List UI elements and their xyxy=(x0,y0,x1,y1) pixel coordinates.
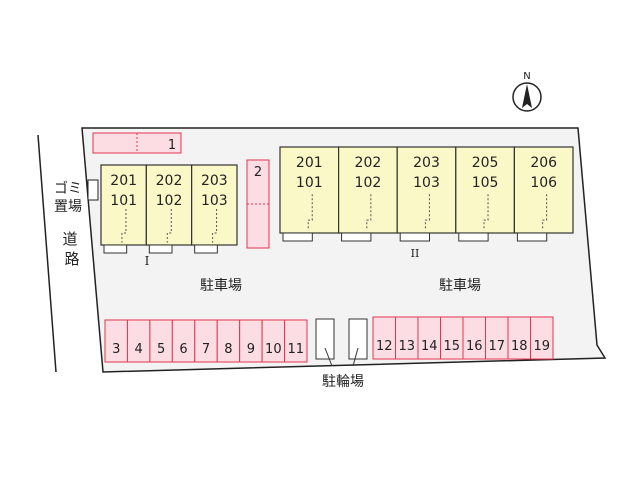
parking-space: 17 xyxy=(485,316,509,360)
parking-number: 12 xyxy=(376,339,393,354)
parking-number: 2 xyxy=(254,165,262,180)
parking-space: 6 xyxy=(171,319,196,363)
unit-number-lower: 105 xyxy=(472,175,499,191)
parking-lot-label: 駐車場 xyxy=(439,277,481,294)
parking-number: 9 xyxy=(247,342,255,357)
parking-space: 2 xyxy=(246,159,270,249)
parking-number: 17 xyxy=(488,339,505,354)
parking-space: 14 xyxy=(417,316,441,360)
parking-number: 11 xyxy=(288,342,305,357)
unit-number-upper: 206 xyxy=(530,155,557,171)
unit-number-lower: 103 xyxy=(201,193,228,209)
parking-number: 1 xyxy=(168,138,176,153)
building-1-marker: I xyxy=(145,254,150,268)
unit-number-lower: 103 xyxy=(413,175,440,191)
north-compass-icon: N xyxy=(512,71,542,112)
parking-number: 3 xyxy=(112,342,120,357)
road-label: 路 xyxy=(64,250,79,268)
compass-label: N xyxy=(523,71,530,82)
bicycle-parking-area xyxy=(348,318,368,360)
garbage-label: 置場 xyxy=(54,199,82,215)
unit-number-upper: 203 xyxy=(413,155,440,171)
bicycle-parking-label: 駐輪場 xyxy=(322,373,364,390)
parking-number: 10 xyxy=(265,342,282,357)
unit-number-lower: 101 xyxy=(110,193,137,209)
parking-space: 9 xyxy=(239,319,263,363)
unit-number-upper: 201 xyxy=(110,173,137,189)
unit-number-upper: 202 xyxy=(156,173,183,189)
parking-space: 5 xyxy=(149,319,173,363)
parking-space: 3 xyxy=(104,319,128,363)
unit-number-lower: 102 xyxy=(156,193,183,209)
garbage-label: ゴミ xyxy=(54,180,82,197)
parking-space: 4 xyxy=(126,319,151,363)
unit-number-upper: 205 xyxy=(472,155,499,171)
parking-space: 13 xyxy=(395,316,419,360)
parking-space: 18 xyxy=(507,316,531,360)
parking-lot-label: 駐車場 xyxy=(200,277,242,294)
unit-number-upper: 202 xyxy=(355,155,382,171)
building-2-marker: II xyxy=(411,247,420,260)
parking-number: 6 xyxy=(179,342,187,357)
parking-number: 19 xyxy=(533,339,550,354)
unit-number-upper: 203 xyxy=(201,173,228,189)
parking-number: 4 xyxy=(135,342,143,357)
parking-number: 14 xyxy=(421,339,438,354)
road-label: 道 xyxy=(62,230,77,248)
parking-space: 7 xyxy=(194,319,218,363)
parking-space: 16 xyxy=(462,316,486,360)
parking-space: 8 xyxy=(216,319,241,363)
parking-number: 15 xyxy=(443,339,460,354)
bicycle-parking-area xyxy=(315,318,335,360)
garbage-area xyxy=(87,179,99,201)
unit-number-lower: 102 xyxy=(355,175,382,191)
parking-space: 12 xyxy=(372,316,396,360)
parking-number: 13 xyxy=(398,339,415,354)
parking-space: 15 xyxy=(440,316,464,360)
parking-space: 19 xyxy=(530,316,554,360)
unit-number-upper: 201 xyxy=(296,155,323,171)
parking-number: 16 xyxy=(466,339,483,354)
parking-space: 10 xyxy=(261,319,286,363)
parking-number: 7 xyxy=(202,342,210,357)
parking-number: 8 xyxy=(224,342,232,357)
unit-number-lower: 101 xyxy=(296,175,323,191)
parking-number: 18 xyxy=(511,339,528,354)
parking-row-right: 12 13 14 15 16 17 18 19 xyxy=(372,316,554,360)
parking-number: 5 xyxy=(157,342,165,357)
road-edge xyxy=(37,134,57,373)
unit-number-lower: 106 xyxy=(530,175,557,191)
parking-space: 1 xyxy=(92,132,182,154)
parking-space: 11 xyxy=(284,319,308,363)
